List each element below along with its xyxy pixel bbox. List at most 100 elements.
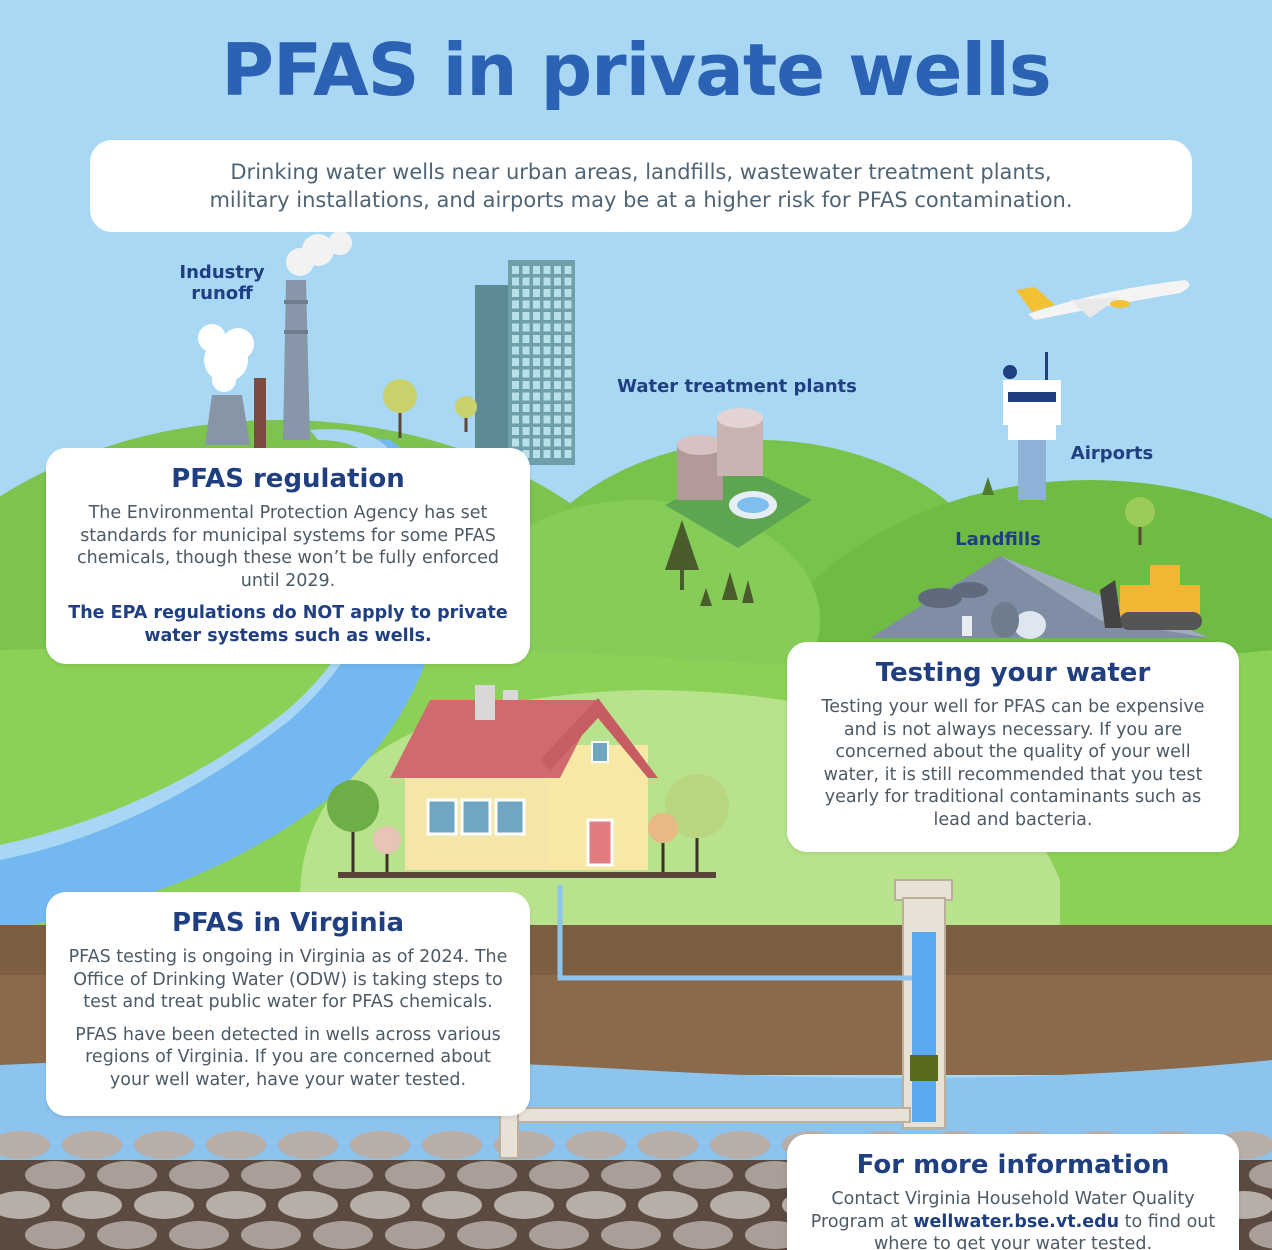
- building-window: [512, 404, 519, 412]
- pfas-virginia-card: PFAS in Virginia PFAS testing is ongoing…: [46, 892, 530, 1116]
- rock: [169, 1221, 229, 1249]
- more-info-prefix: Contact Virginia Household Water Quality…: [810, 1189, 1195, 1232]
- rock: [529, 1161, 589, 1189]
- building-window: [543, 277, 551, 286]
- building-window: [522, 300, 530, 309]
- building-window: [554, 323, 561, 332]
- rock: [457, 1221, 517, 1249]
- building-window: [512, 381, 519, 389]
- building-window: [533, 450, 540, 458]
- more-info-body: Contact Virginia Household Water Quality…: [807, 1188, 1219, 1250]
- landfills-label: Landfills: [955, 529, 1041, 550]
- building-window: [512, 427, 519, 435]
- water-treatment-label: Water treatment plants: [617, 376, 857, 397]
- rock: [422, 1131, 482, 1159]
- building-window: [512, 323, 519, 332]
- rock: [638, 1131, 698, 1159]
- building-window: [554, 450, 561, 458]
- building-window: [543, 415, 551, 424]
- intro-box: Drinking water wells near urban areas, l…: [90, 140, 1192, 232]
- building-window: [554, 381, 561, 389]
- building-window: [512, 392, 519, 401]
- building-window: [533, 358, 540, 366]
- rock: [566, 1191, 626, 1219]
- building-window: [533, 266, 540, 274]
- more-info-link[interactable]: wellwater.bse.vt.edu: [913, 1211, 1120, 1232]
- pfas-virginia-body-1: PFAS testing is ongoing in Virginia as o…: [68, 947, 508, 1012]
- building-window: [543, 300, 551, 309]
- building-window: [522, 312, 530, 320]
- pfas-regulation-heading: PFAS regulation: [171, 464, 405, 494]
- rock: [313, 1221, 373, 1249]
- building-window: [533, 277, 540, 286]
- building-window: [533, 312, 540, 320]
- pine-tree-icon: [665, 520, 754, 606]
- pfas-regulation-card: PFAS regulation The Environmental Protec…: [46, 448, 530, 664]
- building-window: [543, 392, 551, 401]
- building-window: [512, 335, 519, 343]
- building-window: [533, 427, 540, 435]
- pfas-virginia-body-2: PFAS have been detected in wells across …: [75, 1024, 501, 1090]
- building-window: [554, 346, 561, 355]
- building-window: [512, 358, 519, 366]
- pfas-regulation-body: The Environmental Protection Agency has …: [77, 503, 499, 591]
- rock: [206, 1191, 266, 1219]
- industry-label-line-1: Industry: [179, 262, 265, 283]
- building-window: [522, 381, 530, 389]
- building-window: [533, 289, 540, 297]
- airport-tower-icon: [1003, 352, 1061, 500]
- building-window: [543, 312, 551, 320]
- rock: [62, 1131, 122, 1159]
- building-window: [554, 392, 561, 401]
- building-window: [554, 277, 561, 286]
- rock: [134, 1131, 194, 1159]
- building-window: [522, 266, 530, 274]
- rock: [134, 1191, 194, 1219]
- bulldozer-icon: [1100, 565, 1202, 630]
- building-window: [533, 335, 540, 343]
- rock: [566, 1131, 626, 1159]
- rock: [529, 1221, 589, 1249]
- building-window: [543, 438, 551, 447]
- building-window: [564, 450, 572, 458]
- building-window: [554, 300, 561, 309]
- building-window: [533, 415, 540, 424]
- building-window: [564, 312, 572, 320]
- rock: [350, 1191, 410, 1219]
- building-window: [564, 427, 572, 435]
- building-window: [522, 450, 530, 458]
- building-window: [543, 427, 551, 435]
- more-info-card: For more information Contact Virginia Ho…: [787, 1134, 1239, 1250]
- tree-icon: [383, 379, 477, 438]
- rock: [241, 1221, 301, 1249]
- pfas-regulation-emphasis: The EPA regulations do NOT apply to priv…: [68, 603, 508, 646]
- building-window: [543, 450, 551, 458]
- building-window: [522, 369, 530, 378]
- building-window: [554, 427, 561, 435]
- building-window: [522, 346, 530, 355]
- rock: [278, 1191, 338, 1219]
- building-window: [543, 323, 551, 332]
- rock: [673, 1161, 733, 1189]
- water-treatment-plant-icon: [665, 408, 812, 548]
- building-window: [543, 358, 551, 366]
- building-window: [533, 392, 540, 401]
- testing-card: Testing your water Testing your well for…: [787, 642, 1239, 852]
- rock: [0, 1131, 50, 1159]
- building-window: [533, 438, 540, 447]
- rock: [710, 1191, 770, 1219]
- testing-heading: Testing your water: [875, 658, 1151, 688]
- building-window: [543, 266, 551, 274]
- building-window: [564, 415, 572, 424]
- building-window: [564, 358, 572, 366]
- building-window: [554, 415, 561, 424]
- rock: [1249, 1221, 1272, 1249]
- pfas-virginia-heading: PFAS in Virginia: [171, 908, 405, 938]
- building-window: [522, 415, 530, 424]
- page-title: PFAS in private wells: [221, 28, 1051, 112]
- building-window: [533, 369, 540, 378]
- house-icon: [338, 685, 716, 878]
- building-window: [522, 358, 530, 366]
- building-window: [564, 392, 572, 401]
- building-window: [554, 266, 561, 274]
